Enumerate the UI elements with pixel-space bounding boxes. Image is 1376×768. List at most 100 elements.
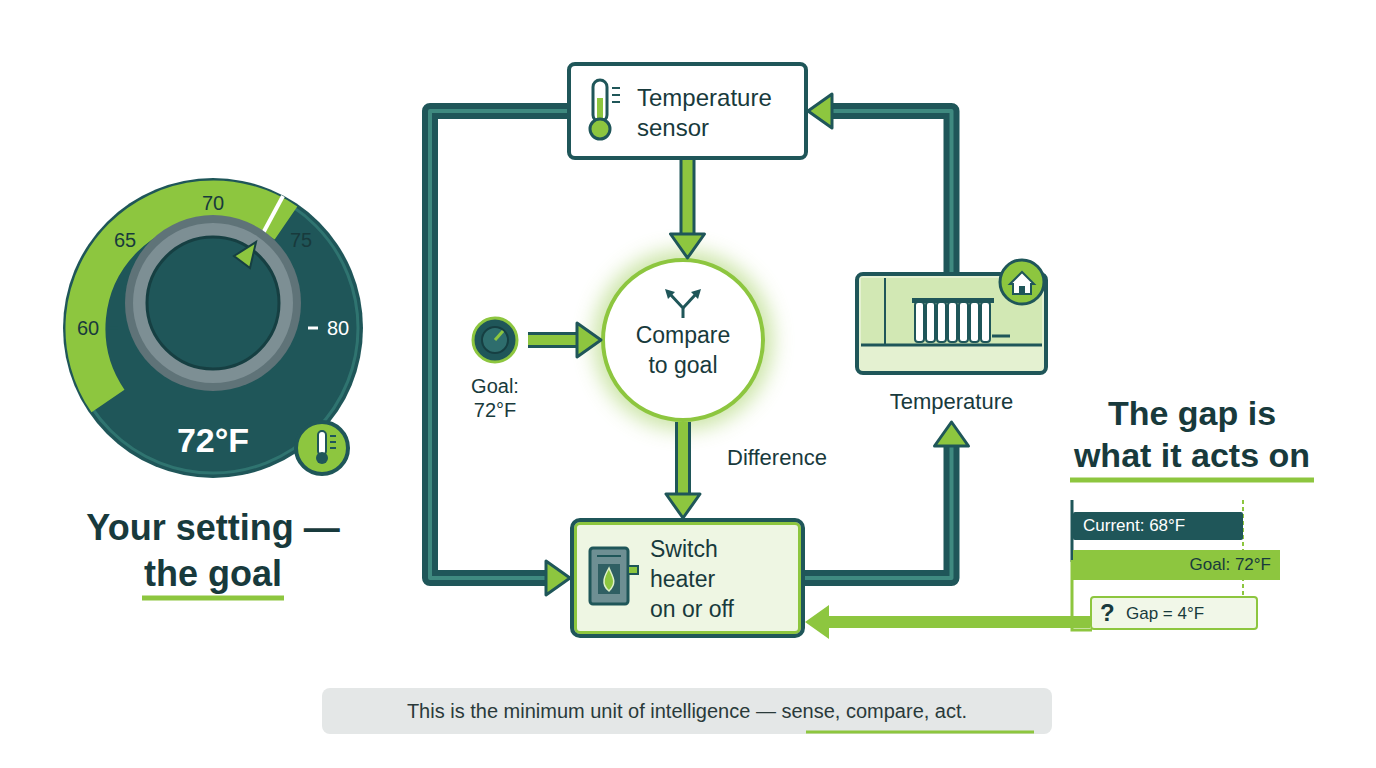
fork-head: [665, 289, 675, 299]
caption-underline: [806, 731, 1034, 734]
fork-branch: [683, 294, 696, 308]
connector-arrow: [808, 94, 952, 272]
room-box: Temperature: [855, 272, 1048, 422]
node-text: Gap = 4°F: [1126, 604, 1251, 624]
arrow-head: [577, 323, 601, 357]
thermometer-bulb: [590, 119, 610, 139]
radiator-fin: [926, 302, 935, 342]
dial-knob: [133, 223, 293, 383]
house-symbol: [1010, 272, 1034, 294]
badge-circle: [1000, 260, 1044, 304]
connector-line: [680, 160, 696, 236]
dial-number: 60: [73, 316, 103, 340]
dial-number: 70: [198, 191, 228, 215]
badge-circle: [296, 422, 348, 474]
room-wall: [861, 278, 1042, 344]
value-bar: Goal: 72°F: [1073, 550, 1280, 580]
connector-arrow: [430, 111, 570, 595]
dial-pointer: [234, 242, 256, 268]
thermometer-bulb: [316, 452, 328, 464]
connector-arrow: [666, 422, 700, 518]
room-illustration: [857, 274, 1046, 373]
panel-heading: The gap is what it acts on: [1067, 392, 1317, 476]
caption-text: This is the minimum unit of intelligence…: [322, 688, 1052, 734]
arrow-head: [666, 494, 700, 518]
radiator-fin: [970, 302, 979, 342]
dial-number: 80: [323, 316, 353, 340]
radiator-fin: [937, 302, 946, 342]
knob-indicator: [495, 331, 503, 340]
value-bar: Current: 68°F: [1073, 512, 1243, 540]
connector-arrow: [805, 605, 1090, 639]
thermometer-icon: [590, 80, 620, 139]
heater-vent: [597, 555, 621, 557]
radiator-fin: [915, 302, 924, 342]
arrow-head: [671, 234, 705, 258]
thermometer-scale: [330, 435, 336, 437]
thermometer-tube: [318, 431, 326, 455]
thermometer-scale: [612, 101, 620, 103]
setting-dial: 72°FYour setting — the goal: [40, 175, 386, 615]
dial-number: 75: [286, 228, 316, 252]
fork-icon: [665, 289, 701, 318]
thermometer-scale: [330, 447, 336, 449]
dial-tick: [308, 327, 318, 330]
heater-pipe: [628, 566, 638, 574]
thermometer-fluid: [597, 98, 603, 124]
connector-core: [528, 335, 579, 345]
connector-core: [830, 111, 952, 272]
dial-marker: [262, 196, 283, 235]
radiator-valve: [992, 335, 1010, 338]
knob-center: [482, 327, 508, 353]
connector-core: [678, 422, 688, 496]
goal-input: Goal: 72°F: [462, 316, 528, 426]
node-text: Temperature: [855, 388, 1048, 416]
thermometer-tube: [593, 80, 607, 122]
radiator-fin: [948, 302, 957, 342]
node-text: Temperature sensor: [637, 83, 797, 143]
node-text: 72°F: [40, 420, 386, 460]
fork-head: [691, 289, 701, 299]
heading-underline: [142, 596, 284, 601]
gap-box: ?Gap = 4°F: [1090, 596, 1258, 630]
thermometer-badge: [296, 422, 348, 474]
connector-line: [528, 332, 579, 348]
arrow-head: [808, 94, 832, 128]
connector-line: [827, 616, 1090, 628]
arrow-head: [935, 422, 969, 446]
compare-circle: Compare to goal: [601, 258, 765, 422]
node-text: Goal: 72°F: [462, 374, 528, 422]
connector-line: [805, 444, 952, 578]
heater-icon: [590, 548, 638, 604]
connector-line: [675, 422, 691, 496]
thermometer-scale: [612, 94, 620, 96]
node-text: Compare to goal: [628, 320, 738, 380]
connector-core: [430, 111, 567, 578]
process-box: Temperature sensor: [567, 62, 808, 160]
connector-line: [430, 111, 567, 578]
thermometer-scale: [612, 87, 620, 89]
connector-core: [683, 160, 693, 236]
thermometer-scale: [330, 441, 336, 443]
heater-flame: [604, 568, 614, 591]
house-badge: [1000, 260, 1044, 304]
goal-knob: [473, 318, 517, 362]
caption-box: This is the minimum unit of intelligence…: [322, 688, 1052, 734]
heater-body: [590, 548, 628, 604]
node-text: Current: 68°F: [1083, 516, 1238, 536]
dial-number: 65: [110, 228, 140, 252]
process-box: Switch heater on or off: [570, 518, 805, 638]
dial-knob-center: [147, 237, 279, 369]
dial-tick: [108, 327, 118, 330]
node-text: Switch heater on or off: [650, 534, 745, 624]
radiator-fin: [959, 302, 968, 342]
connector-line: [830, 111, 952, 272]
room-frame: [857, 274, 1046, 373]
node-text: Goal: 72°F: [1073, 555, 1271, 575]
room-floor: [861, 344, 1042, 347]
knob-ring: [473, 318, 517, 362]
edge-label: Difference: [727, 445, 887, 471]
house-door: [1019, 286, 1025, 294]
